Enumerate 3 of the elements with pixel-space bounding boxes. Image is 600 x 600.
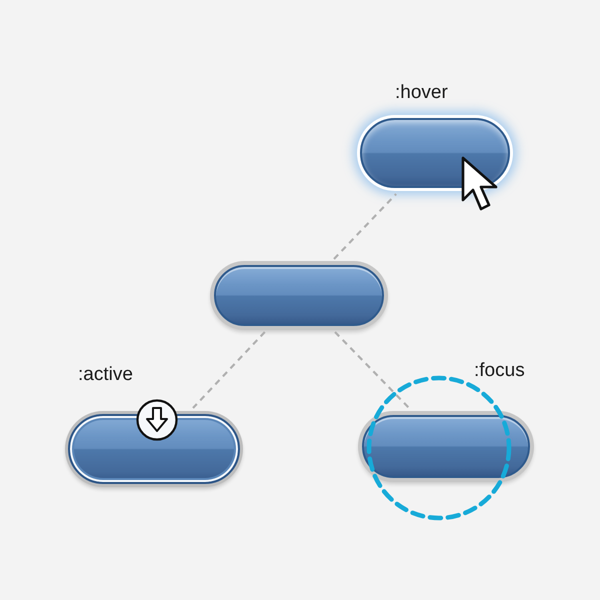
state-label: :active [78, 364, 133, 386]
state-label: :hover [395, 82, 448, 104]
state-label: :focus [474, 360, 525, 382]
